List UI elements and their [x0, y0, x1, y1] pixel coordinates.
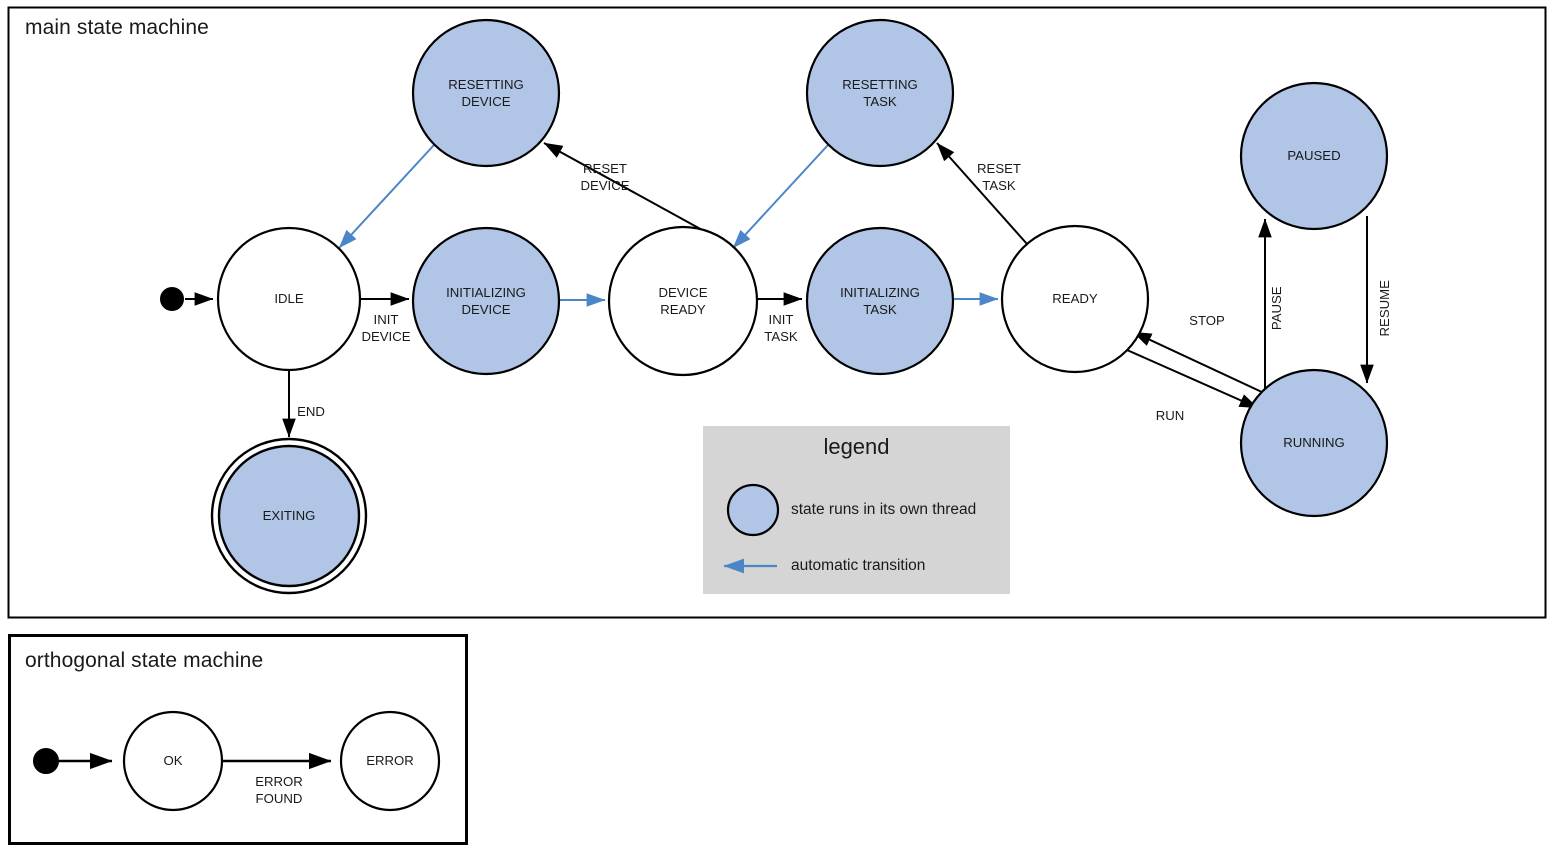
- transition-run: [1126, 349, 1259, 409]
- orthogonal-frame-title: orthogonal state machine: [25, 649, 264, 672]
- state-ortho-ok[interactable]: [122, 710, 224, 812]
- state-initializing-task[interactable]: [805, 226, 955, 376]
- transition-resetting-device-to-idle: [338, 144, 435, 249]
- state-resetting-device[interactable]: [411, 18, 561, 168]
- transition-reset-task: [936, 142, 1028, 245]
- state-device-ready[interactable]: [607, 225, 759, 377]
- legend-item-auto-label: automatic transition: [791, 557, 926, 574]
- state-ortho-start-initial[interactable]: [33, 748, 59, 774]
- transition-stop: [1132, 331, 1265, 394]
- state-paused[interactable]: [1239, 81, 1389, 231]
- legend-title: legend: [823, 434, 890, 459]
- transition-resetting-task-to-device-ready: [732, 144, 829, 249]
- legend-thread-state-swatch-icon: [726, 483, 780, 537]
- main-frame-title: main state machine: [25, 16, 209, 39]
- state-resetting-task[interactable]: [805, 18, 955, 168]
- state-initializing-device[interactable]: [411, 226, 561, 376]
- state-idle[interactable]: [216, 226, 362, 372]
- state-ortho-error[interactable]: [339, 710, 441, 812]
- state-exiting[interactable]: [217, 444, 361, 588]
- state-ready[interactable]: [1000, 224, 1150, 374]
- state-start-initial[interactable]: [160, 287, 184, 311]
- state-running[interactable]: [1239, 368, 1389, 518]
- legend-item-thread-label: state runs in its own thread: [791, 501, 977, 518]
